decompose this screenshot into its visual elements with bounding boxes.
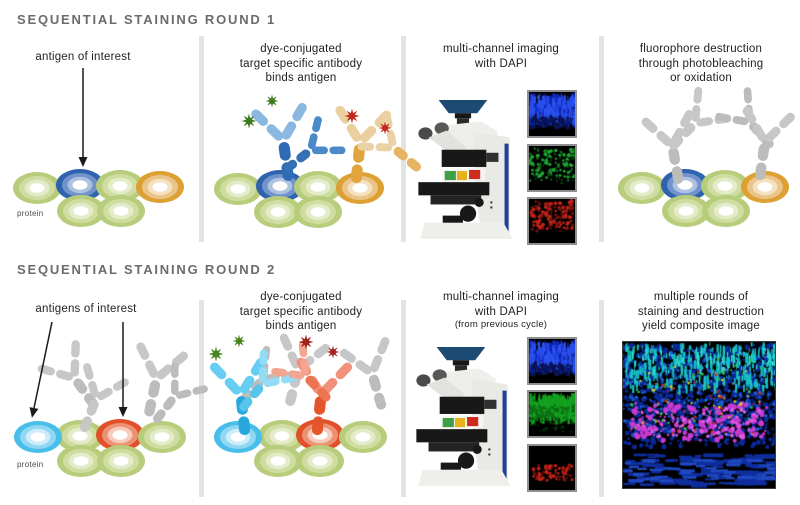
panel-divider: [199, 300, 204, 497]
microscope-icon: [416, 347, 511, 486]
caption-line: with DAPI: [474, 57, 528, 70]
red-channel-image-r2: [527, 444, 577, 492]
panel-divider: [599, 300, 604, 497]
caption-dye-conjugated-r1: dye-conjugated target specific antibody …: [206, 42, 396, 86]
microscope-icon: [418, 100, 513, 239]
pointer-arrow: [29, 321, 53, 418]
caption-line: binds antigen: [265, 320, 337, 332]
caption-composite-image: multiple rounds of staining and destruct…: [606, 290, 796, 334]
panel-divider: [401, 36, 406, 242]
caption-line: dye-conjugated: [260, 43, 342, 55]
dye-star-icon: [298, 334, 314, 350]
dye-star-icon: [378, 121, 392, 135]
caption-line: staining and destruction: [637, 305, 765, 318]
protein-cluster: [14, 419, 186, 477]
caption-note: (from previous cycle): [454, 319, 548, 330]
antibody-icon: [251, 102, 307, 181]
pointer-arrow: [118, 322, 128, 417]
caption-multichannel-r1: multi-channel imaging with DAPI: [406, 42, 596, 71]
panel-divider: [199, 36, 204, 242]
panel-divider: [401, 300, 406, 497]
caption-line: fluorophore destruction: [639, 43, 763, 55]
protein-cluster: [214, 170, 384, 228]
protein-label-r2: protein: [17, 460, 44, 469]
caption-antigens-of-interest: antigens of interest: [35, 303, 137, 315]
caption-line: multi-channel imaging: [442, 43, 560, 55]
antibody-icon: [357, 112, 422, 172]
caption-line: binds antigen: [265, 72, 337, 84]
caption-line: or oxidation: [670, 72, 732, 84]
dye-star-icon: [265, 94, 279, 108]
caption-line: yield composite image: [642, 320, 760, 332]
caption-antigen-of-interest: antigen of interest: [35, 51, 131, 63]
caption-line: through photobleaching: [638, 57, 764, 70]
protein-cluster: [13, 169, 184, 227]
dapi-channel-image-r2: [527, 337, 577, 385]
red-channel-image-r1: [527, 197, 577, 245]
caption-line: multi-channel imaging: [442, 291, 560, 303]
antibody-icon: [271, 341, 331, 402]
antibody-icon: [669, 86, 732, 150]
caption-multichannel-r2: multi-channel imaging with DAPI (from pr…: [406, 290, 596, 331]
caption-line: target specific antibody: [239, 57, 363, 70]
protein-cluster: [214, 419, 387, 477]
caption-line: with DAPI: [474, 305, 528, 318]
antibody-icon: [641, 110, 694, 184]
panel-divider: [599, 36, 604, 242]
green-channel-image-r2: [527, 390, 577, 438]
antibody-icon: [283, 116, 346, 173]
antibody-icon: [742, 106, 795, 180]
antibody-icon: [79, 363, 129, 433]
caption-dye-conjugated-r2: dye-conjugated target specific antibody …: [206, 290, 396, 334]
round-2-title: SEQUENTIAL STAINING ROUND 2: [17, 262, 277, 277]
antibody-icon: [136, 342, 189, 417]
green-channel-image-r1: [527, 144, 577, 192]
dye-star-icon: [326, 345, 340, 359]
round-1-title: SEQUENTIAL STAINING ROUND 1: [17, 12, 277, 27]
composite-fluorescence-image: [622, 341, 776, 489]
caption-line: multiple rounds of: [653, 291, 749, 303]
dye-star-icon: [241, 113, 257, 129]
caption-line: target specific antibody: [239, 305, 363, 318]
pointer-arrow: [78, 68, 88, 167]
protein-label-r1: protein: [17, 209, 44, 218]
antibody-icon: [153, 362, 208, 424]
dapi-channel-image-r1: [527, 90, 577, 138]
antibody-icon: [239, 349, 297, 412]
caption-line: dye-conjugated: [260, 291, 342, 303]
dye-star-icon: [344, 108, 360, 124]
dye-star-icon: [208, 346, 224, 362]
caption-fluorophore-destruction: fluorophore destruction through photoble…: [606, 42, 796, 86]
antibody-icon: [339, 337, 390, 410]
dye-star-icon: [232, 334, 246, 348]
